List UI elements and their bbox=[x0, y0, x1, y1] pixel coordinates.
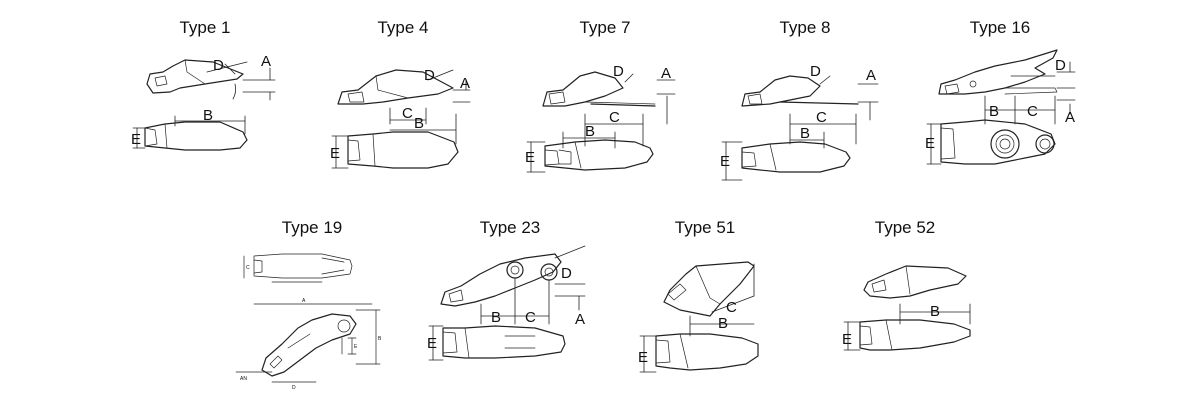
type-19-label-B: B bbox=[378, 336, 382, 342]
panel-type-7: Type 7 D A C B E bbox=[525, 18, 685, 183]
type-7-side-body bbox=[542, 71, 624, 107]
type-16-drawing: D A B C E bbox=[925, 49, 1076, 165]
type-1-top-body bbox=[144, 121, 248, 151]
type-51-label-B: B bbox=[718, 315, 728, 332]
type-52-drawing: B E bbox=[842, 265, 971, 351]
type-51-top-body bbox=[655, 333, 759, 371]
type-52-side-body bbox=[863, 265, 967, 299]
type-19-label-AN: AN bbox=[240, 376, 247, 382]
type-52-label-B: B bbox=[930, 303, 940, 320]
type-1-label-E: E bbox=[131, 131, 141, 148]
type-8-label-E: E bbox=[720, 153, 730, 170]
type-4-side-body bbox=[337, 69, 454, 105]
type-19-label-D: D bbox=[292, 385, 296, 391]
type-52-title: Type 52 bbox=[874, 218, 936, 237]
type-23-drawing: D A B C E bbox=[427, 245, 586, 361]
type-7-label-E: E bbox=[525, 149, 535, 166]
panel-type-52: Type 52 B E bbox=[830, 218, 980, 383]
type-16-label-C: C bbox=[1027, 103, 1038, 120]
type-51-title: Type 51 bbox=[674, 218, 736, 237]
type-7-title: Type 7 bbox=[579, 18, 631, 37]
type-4-label-B: B bbox=[414, 115, 424, 132]
type-23-top-body bbox=[442, 325, 566, 359]
type-16-label-B: B bbox=[989, 103, 999, 120]
type-1-drawing: D A B E bbox=[131, 53, 276, 151]
type-19-label-E: E bbox=[354, 344, 358, 350]
panel-type-16: Type 16 D A B C bbox=[925, 18, 1076, 168]
panel-type-4: Type 4 D A C B E bbox=[328, 18, 478, 178]
type-8-top-body bbox=[741, 141, 851, 173]
type-19-label-C: C bbox=[246, 265, 250, 271]
type-16-side-body bbox=[938, 49, 1058, 95]
type-23-label-C: C bbox=[525, 309, 536, 326]
type-4-title: Type 4 bbox=[377, 18, 429, 37]
type-16-label-D: D bbox=[1055, 57, 1066, 74]
panel-type-1: Type 1 D A B E bbox=[125, 18, 285, 168]
type-52-label-E: E bbox=[842, 331, 852, 348]
type-23-label-E: E bbox=[427, 335, 437, 352]
type-7-label-A: A bbox=[661, 65, 671, 82]
type-23-label-B: B bbox=[491, 309, 501, 326]
type-4-drawing: D A C B E bbox=[330, 67, 471, 169]
type-4-label-C: C bbox=[402, 105, 413, 122]
type-16-label-E: E bbox=[925, 135, 935, 152]
panel-type-23: Type 23 D A B C E bbox=[425, 218, 595, 383]
type-19-top-body bbox=[253, 253, 353, 279]
type-51-drawing: C B E bbox=[638, 261, 759, 373]
type-4-top-body bbox=[347, 131, 459, 169]
type-16-top-body bbox=[940, 119, 1056, 165]
panel-type-19: Type 19 C A B E D bbox=[232, 218, 392, 393]
type-7-label-B: B bbox=[585, 123, 595, 140]
type-7-label-C: C bbox=[609, 109, 620, 126]
type-8-label-D: D bbox=[810, 63, 821, 80]
type-1-side-notch bbox=[154, 75, 168, 87]
type-19-side-body bbox=[261, 313, 357, 377]
type-1-title: Type 1 bbox=[179, 18, 231, 37]
type-8-drawing: D A C B E bbox=[720, 63, 879, 181]
type-1-label-D: D bbox=[213, 57, 224, 74]
type-51-label-C: C bbox=[726, 299, 737, 316]
panel-type-51: Type 51 C B E bbox=[630, 218, 780, 383]
type-4-label-E: E bbox=[330, 145, 340, 162]
type-7-drawing: D A C B E bbox=[525, 63, 676, 173]
type-19-title: Type 19 bbox=[281, 218, 343, 237]
type-19-label-A: A bbox=[302, 298, 306, 304]
panel-type-8: Type 8 D A C B E bbox=[720, 18, 890, 183]
type-1-side-body bbox=[146, 59, 244, 94]
type-23-side-body bbox=[440, 253, 562, 307]
type-8-label-B: B bbox=[800, 125, 810, 142]
type-23-title: Type 23 bbox=[479, 218, 541, 237]
type-52-top-body bbox=[859, 319, 971, 351]
type-1-label-A: A bbox=[261, 53, 271, 70]
type-4-label-D: D bbox=[424, 67, 435, 84]
type-8-title: Type 8 bbox=[779, 18, 831, 37]
type-8-label-A: A bbox=[866, 67, 876, 84]
type-4-label-A: A bbox=[460, 75, 470, 92]
type-7-top-body bbox=[544, 139, 654, 171]
type-19-drawing: C A B E D AN bbox=[235, 253, 382, 391]
type-16-title: Type 16 bbox=[969, 18, 1031, 37]
type-8-label-C: C bbox=[816, 109, 827, 126]
type-23-label-D: D bbox=[561, 265, 572, 282]
type-1-label-B: B bbox=[203, 107, 213, 124]
type-16-label-A: A bbox=[1065, 109, 1075, 126]
type-51-label-E: E bbox=[638, 349, 648, 366]
type-51-side-body bbox=[663, 261, 755, 317]
type-23-label-A: A bbox=[575, 311, 585, 328]
type-8-side-body bbox=[741, 75, 821, 107]
type-7-label-D: D bbox=[613, 63, 624, 80]
